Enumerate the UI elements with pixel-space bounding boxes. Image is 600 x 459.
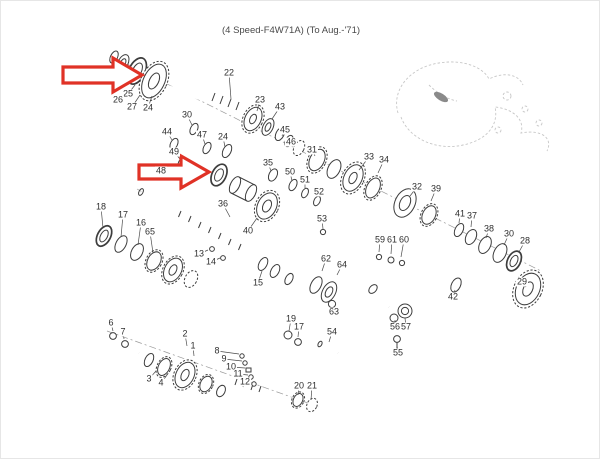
part-number: 64: [335, 259, 349, 270]
part-number: 26: [111, 94, 125, 105]
part-number: 65: [143, 226, 157, 237]
part-number: 17: [292, 321, 306, 332]
part-number: 52: [312, 186, 326, 197]
part-number: 31: [305, 144, 319, 155]
part-number: 30: [502, 228, 516, 239]
part-number: 40: [241, 225, 255, 236]
part-number: 63: [327, 306, 341, 317]
part-number: 11: [232, 368, 244, 379]
part-number: 56: [388, 321, 402, 332]
highlight-arrow-2: [137, 153, 213, 191]
part-number: 60: [397, 234, 411, 245]
part-number: 44: [160, 126, 174, 137]
part-number: 21: [305, 380, 319, 391]
part-number: 13: [192, 248, 206, 259]
part-number: 3: [145, 373, 153, 384]
part-number: 54: [325, 326, 339, 337]
part-number: 59: [373, 234, 387, 245]
part-number: 8: [213, 345, 221, 356]
part-number: 55: [391, 347, 405, 358]
part-number: 25: [121, 88, 135, 99]
part-number: 61: [385, 234, 399, 245]
part-number: 22: [222, 67, 236, 78]
part-number: 7: [119, 326, 127, 337]
part-number: 38: [482, 223, 496, 234]
case-sketch-dark-detail: [433, 91, 449, 103]
part-number: 27: [125, 101, 139, 112]
part-number: 18: [94, 201, 108, 212]
part-number: 43: [273, 101, 287, 112]
part-number: 2: [181, 328, 189, 339]
part-number: 16: [134, 217, 148, 228]
part-number: 36: [216, 198, 230, 209]
part-number: 39: [429, 183, 443, 194]
part-number: 28: [518, 235, 532, 246]
part-number: 12: [238, 376, 252, 387]
diagram-title: (4 Speed-F4W71A) (To Aug.-'71): [221, 25, 361, 36]
part-number: 33: [362, 151, 376, 162]
part-number: 49: [167, 146, 181, 157]
part-number: 29: [515, 276, 529, 287]
transmission-case-sketch: [396, 61, 550, 152]
part-number: 19: [284, 313, 298, 324]
part-number: 1: [189, 340, 197, 351]
part-number: 32: [410, 181, 424, 192]
countershaft-assembly: [109, 332, 318, 413]
part-number: 9: [220, 353, 228, 364]
highlight-arrow-1: [61, 55, 146, 95]
part-number: 20: [292, 380, 306, 391]
speedometer-pinion-parts: [368, 253, 413, 349]
part-number: 35: [261, 157, 275, 168]
part-number: 30: [180, 109, 194, 120]
part-number: 47: [195, 129, 209, 140]
part-number: 24: [141, 102, 155, 113]
part-number: 4: [157, 377, 165, 388]
part-number: 10: [224, 361, 238, 372]
part-number: 14: [204, 256, 218, 267]
part-number: 41: [453, 208, 467, 219]
part-number: 51: [298, 174, 312, 185]
part-number: 15: [251, 277, 265, 288]
part-number: 24: [216, 131, 230, 142]
part-number: 53: [315, 213, 329, 224]
part-number: 42: [446, 291, 460, 302]
part-number: 45: [278, 124, 292, 135]
second-shaft-assembly: [95, 163, 339, 355]
part-number: 46: [284, 136, 298, 147]
part-number: 57: [399, 321, 413, 332]
part-number: 48: [154, 165, 168, 176]
part-number: 17: [116, 209, 130, 220]
part-number: 37: [465, 210, 479, 221]
part-number: 6: [107, 317, 115, 328]
part-number: 34: [377, 154, 391, 165]
part-number: 23: [253, 94, 267, 105]
leader-line: [216, 350, 240, 355]
part-number: 50: [283, 166, 297, 177]
part-number: 62: [319, 253, 333, 264]
